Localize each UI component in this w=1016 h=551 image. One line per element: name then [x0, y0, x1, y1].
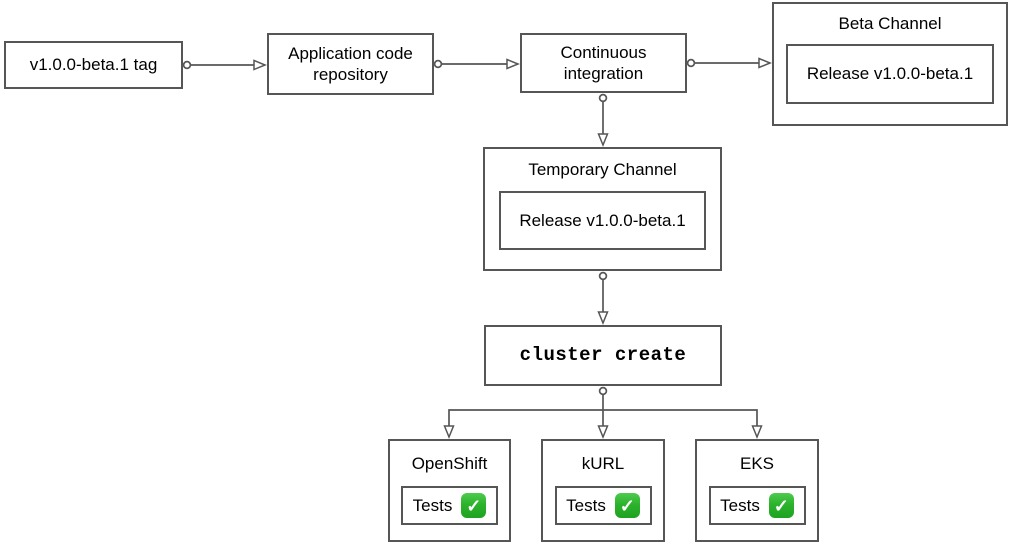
node-beta-channel: Beta Channel Release v1.0.0-beta.1: [772, 2, 1008, 126]
node-application-code-repository: Application code repository: [267, 33, 434, 95]
check-mark-button-icon: ✓: [768, 493, 794, 518]
node-cluster-create: cluster create: [484, 325, 722, 386]
check-mark-button-icon: ✓: [461, 493, 487, 518]
beta-channel-title: Beta Channel: [838, 14, 942, 34]
openshift-tests-box: Tests ✓: [401, 486, 498, 525]
openshift-tests-label: Tests: [412, 495, 453, 515]
eks-tests-label: Tests: [720, 495, 760, 515]
eks-title: EKS: [739, 453, 775, 473]
node-eks: EKS Tests ✓: [695, 439, 819, 542]
connector-branch-to-openshift: [443, 409, 603, 439]
temporary-channel-release-label: Release v1.0.0-beta.1: [519, 210, 686, 230]
cluster-create-label: cluster create: [519, 343, 687, 366]
beta-channel-release-box: Release v1.0.0-beta.1: [786, 44, 994, 104]
connector-branch-to-eks: [603, 409, 763, 439]
kurl-tests-label: Tests: [566, 495, 606, 515]
node-openshift: OpenShift Tests ✓: [388, 439, 511, 542]
node-version-tag: v1.0.0-beta.1 tag: [4, 41, 183, 89]
node-version-tag-label: v1.0.0-beta.1 tag: [29, 55, 158, 75]
check-mark-button-icon: ✓: [614, 493, 640, 518]
openshift-title: OpenShift: [411, 453, 488, 473]
kurl-title: kURL: [581, 453, 625, 473]
node-continuous-integration: Continuous integration: [520, 33, 687, 93]
node-kurl: kURL Tests ✓: [541, 439, 665, 542]
kurl-tests-box: Tests ✓: [554, 486, 652, 525]
node-application-code-repository-label: Application code repository: [288, 43, 413, 84]
temporary-channel-title: Temporary Channel: [528, 160, 677, 180]
node-continuous-integration-label: Continuous integration: [560, 42, 647, 83]
eks-tests-box: Tests ✓: [708, 486, 806, 525]
node-temporary-channel: Temporary Channel Release v1.0.0-beta.1: [483, 147, 722, 271]
temporary-channel-release-box: Release v1.0.0-beta.1: [499, 191, 706, 250]
beta-channel-release-label: Release v1.0.0-beta.1: [806, 64, 974, 84]
